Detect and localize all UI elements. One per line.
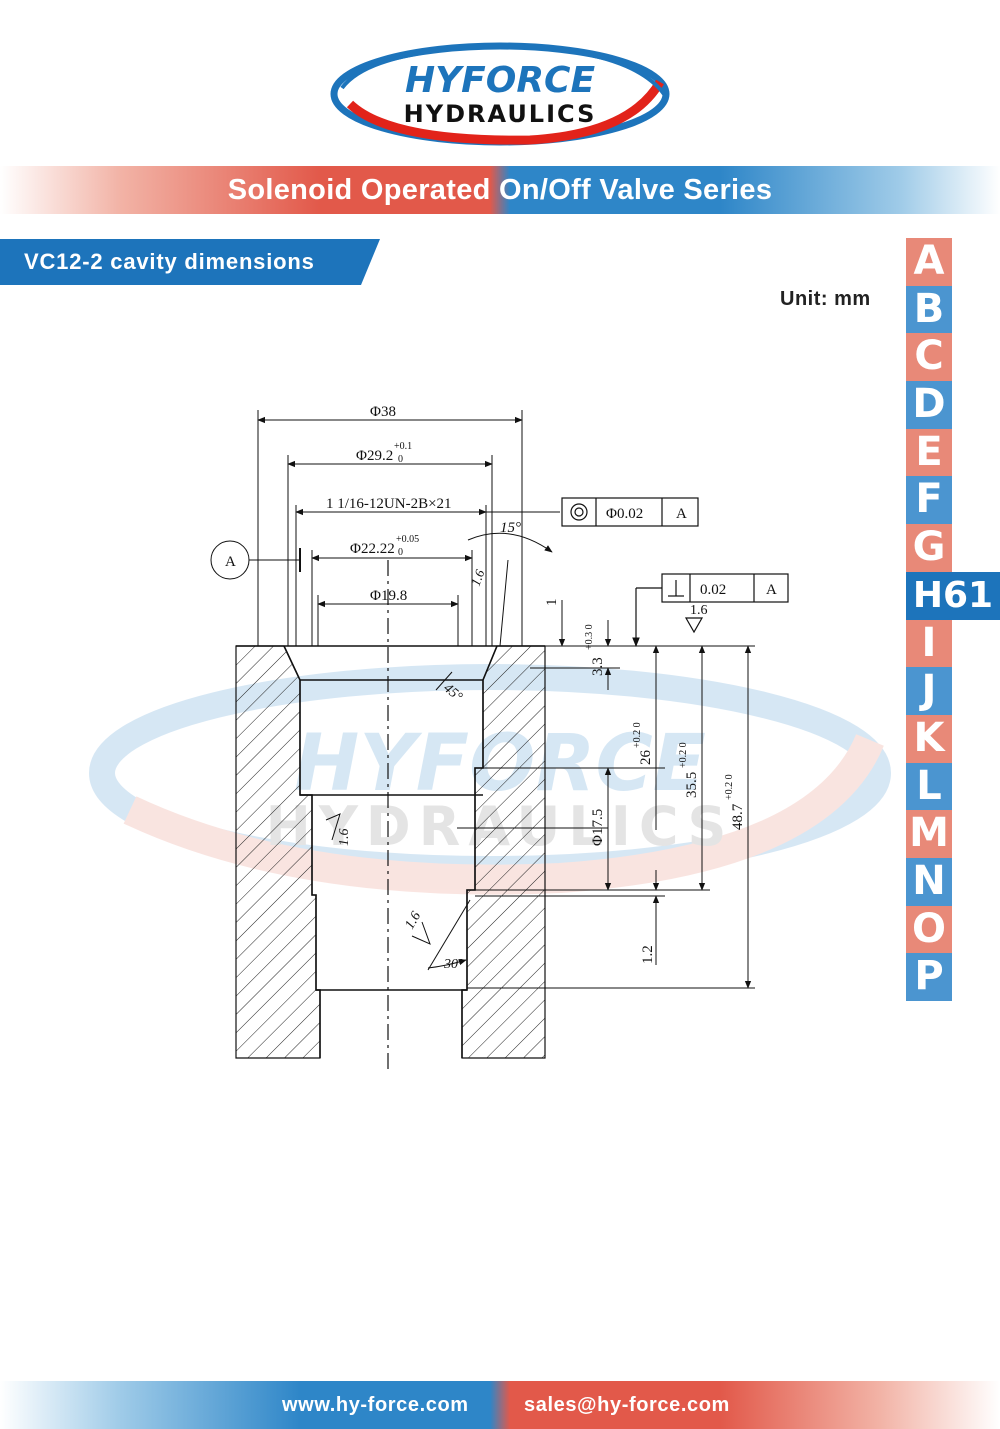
dim-33: 3.3 [590, 657, 606, 676]
dim-d175: Φ17.5 [590, 809, 606, 846]
index-tab-f[interactable]: F [906, 476, 952, 525]
right-dimensions [457, 600, 755, 989]
dim-487: 48.7 [730, 803, 746, 830]
unit-label: Unit: mm [780, 288, 871, 310]
dim-d198: Φ19.8 [370, 588, 407, 604]
concentricity-frame [561, 497, 699, 527]
dim-26: 26 [638, 750, 654, 766]
dim-d2222-tol-up: +0.05 [396, 534, 419, 545]
angle-30: 30° [443, 957, 464, 972]
conc-tol: Φ0.02 [606, 506, 643, 522]
logo-line2: HYDRAULICS [404, 100, 597, 128]
datum-label: A [225, 554, 236, 570]
dim-d38: Φ38 [370, 404, 396, 420]
dim-355-tol: +0.2 0 [678, 742, 689, 768]
footer-band [0, 1381, 1000, 1429]
section-tab [0, 239, 380, 285]
rough-chamfer: 1.6 [468, 567, 488, 588]
index-tab-l[interactable]: L [906, 762, 952, 811]
index-tab-a[interactable]: A [906, 238, 952, 286]
index-tab-b[interactable]: B [906, 285, 952, 334]
index-tab-j[interactable]: J [906, 667, 952, 715]
rough-bore: 1.6 [337, 829, 352, 847]
series-title: Solenoid Operated On/Off Valve Series [227, 174, 773, 206]
side-index: A B C D E F G H61 I J K L M N O P [906, 238, 1000, 1001]
rough-lower: 1.6 [402, 909, 424, 932]
dim-26-tol: +0.2 0 [632, 722, 643, 748]
dim-355: 35.5 [684, 772, 700, 798]
footer-website[interactable]: www.hy-force.com [282, 1394, 469, 1416]
dim-12: 1.2 [640, 945, 656, 964]
logo-line1: HYFORCE [405, 60, 596, 101]
footer-email[interactable]: sales@hy-force.com [524, 1394, 730, 1416]
index-tab-h61[interactable]: H61 [906, 571, 1000, 620]
perp-datum: A [766, 582, 777, 598]
dim-d29: Φ29.2 [356, 448, 393, 464]
index-tab-i[interactable]: I [906, 619, 952, 668]
dim-d2222-tol-lo: 0 [398, 547, 403, 558]
dim-d2222: Φ22.22 [350, 541, 395, 557]
index-tab-o[interactable]: O [906, 905, 952, 954]
perp-tol: 0.02 [700, 582, 726, 598]
index-tab-k[interactable]: K [906, 714, 952, 763]
index-tab-g[interactable]: G [906, 524, 952, 572]
roughness-marks [325, 671, 471, 971]
index-tab-n[interactable]: N [906, 857, 952, 906]
conc-datum: A [676, 506, 687, 522]
series-title-band [0, 166, 1000, 214]
perpendicularity-frame [632, 573, 789, 647]
index-tab-m[interactable]: M [906, 810, 952, 858]
index-tab-d[interactable]: D [906, 381, 952, 429]
top-dimensions [210, 410, 560, 647]
angle-15: 15° [500, 520, 521, 536]
index-tab-p[interactable]: P [906, 953, 952, 1001]
dim-33-tol: +0.3 0 [584, 624, 595, 650]
rough-top: 1.6 [690, 603, 708, 618]
dim-487-tol: +0.2 0 [724, 774, 735, 800]
index-tab-e[interactable]: E [906, 428, 952, 477]
index-tab-c[interactable]: C [906, 333, 952, 382]
hyforce-logo: HYFORCE HYDRAULICS [330, 42, 670, 146]
section-title: VC12-2 cavity dimensions [24, 249, 315, 274]
dim-1: 1 [544, 599, 560, 607]
dim-d29-tol-lo: 0 [398, 454, 403, 465]
dim-thread: 1 1/16-12UN-2B×21 [326, 496, 452, 512]
dim-d29-tol-up: +0.1 [394, 441, 412, 452]
